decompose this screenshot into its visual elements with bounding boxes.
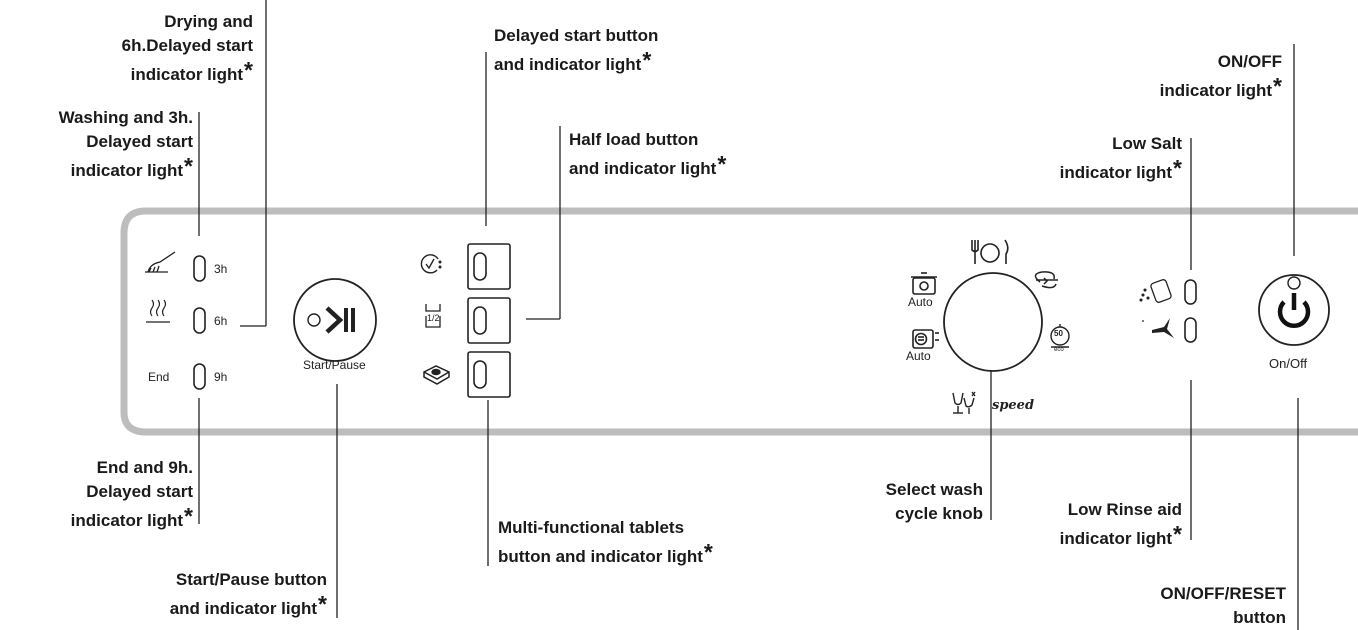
indicator-6h: [193, 307, 206, 334]
hour-label-9h: 9h: [214, 370, 228, 384]
low-salt-indicator: [1184, 279, 1197, 305]
rinse-swirl-icon: [1034, 271, 1058, 289]
washing-brush-icon: [145, 251, 176, 273]
eco-text: eco: [1054, 347, 1064, 353]
end-label: End: [148, 370, 170, 384]
glass-icon: [952, 391, 976, 414]
label-start-pause: Start/Pause button and indicator light*: [169, 570, 327, 618]
tablets-indicator: [473, 360, 487, 389]
auto-plates-icon: [912, 329, 939, 349]
on-off-reset-button: [1258, 274, 1330, 346]
hour-label-3h: 3h: [214, 262, 228, 276]
play-pause-icon: [307, 306, 355, 334]
control-panel-outline: [120, 207, 1358, 436]
eco-icon: [1050, 324, 1070, 348]
delayed-start-button: [467, 243, 511, 290]
auto-label-1: Auto: [908, 295, 933, 309]
label-multi-tablets: Multi-functional tablets button and indi…: [498, 518, 713, 566]
label-delayed-start: Delayed start button and indicator light…: [494, 26, 659, 74]
start-pause-caption: Start/Pause: [303, 358, 366, 372]
half-load-button: [467, 297, 511, 344]
half-load-icon: [425, 304, 441, 328]
label-drying-6h: Drying and 6h.Delayed start indicator li…: [121, 12, 253, 84]
half-load-indicator: [473, 306, 487, 335]
delay-timer-icon: [420, 254, 442, 274]
rinse-aid-sparkle-icon: [1142, 318, 1174, 338]
low-rinse-indicator: [1184, 317, 1197, 343]
indicator-9h: [193, 363, 206, 390]
tablet-icon: [423, 365, 450, 385]
speed-label: speed: [992, 398, 1035, 413]
label-on-off-reset: ON/OFF/RESET button: [1160, 584, 1286, 627]
half-load-symbol: 1/2: [427, 313, 440, 323]
label-low-salt: Low Salt indicator light*: [1059, 134, 1182, 182]
label-on-off-light: ON/OFF indicator light*: [1159, 52, 1282, 100]
auto-label-2: Auto: [906, 349, 931, 363]
label-half-load: Half load button and indicator light*: [569, 130, 727, 178]
select-wash-cycle-knob: [943, 272, 1043, 372]
intensive-pot-icon: [911, 272, 937, 295]
drying-steam-icon: [146, 299, 170, 323]
on-off-caption: On/Off: [1269, 356, 1308, 371]
label-end-9h: End and 9h. Delayed start indicator ligh…: [70, 458, 193, 530]
cutlery-icon: [971, 239, 1009, 264]
salt-icon: [1139, 279, 1172, 303]
start-pause-button: [293, 278, 377, 362]
label-low-rinse: Low Rinse aid indicator light*: [1059, 500, 1182, 548]
eco-number: 50: [1054, 329, 1063, 338]
tablets-button: [467, 351, 511, 398]
power-icon: [1277, 293, 1311, 329]
label-select-knob: Select wash cycle knob: [885, 480, 983, 523]
label-washing-3h: Washing and 3h. Delayed start indicator …: [58, 108, 193, 180]
indicator-3h: [193, 255, 206, 282]
on-off-light: [1287, 276, 1301, 290]
hour-label-6h: 6h: [214, 314, 228, 328]
delayed-start-indicator: [473, 252, 487, 281]
